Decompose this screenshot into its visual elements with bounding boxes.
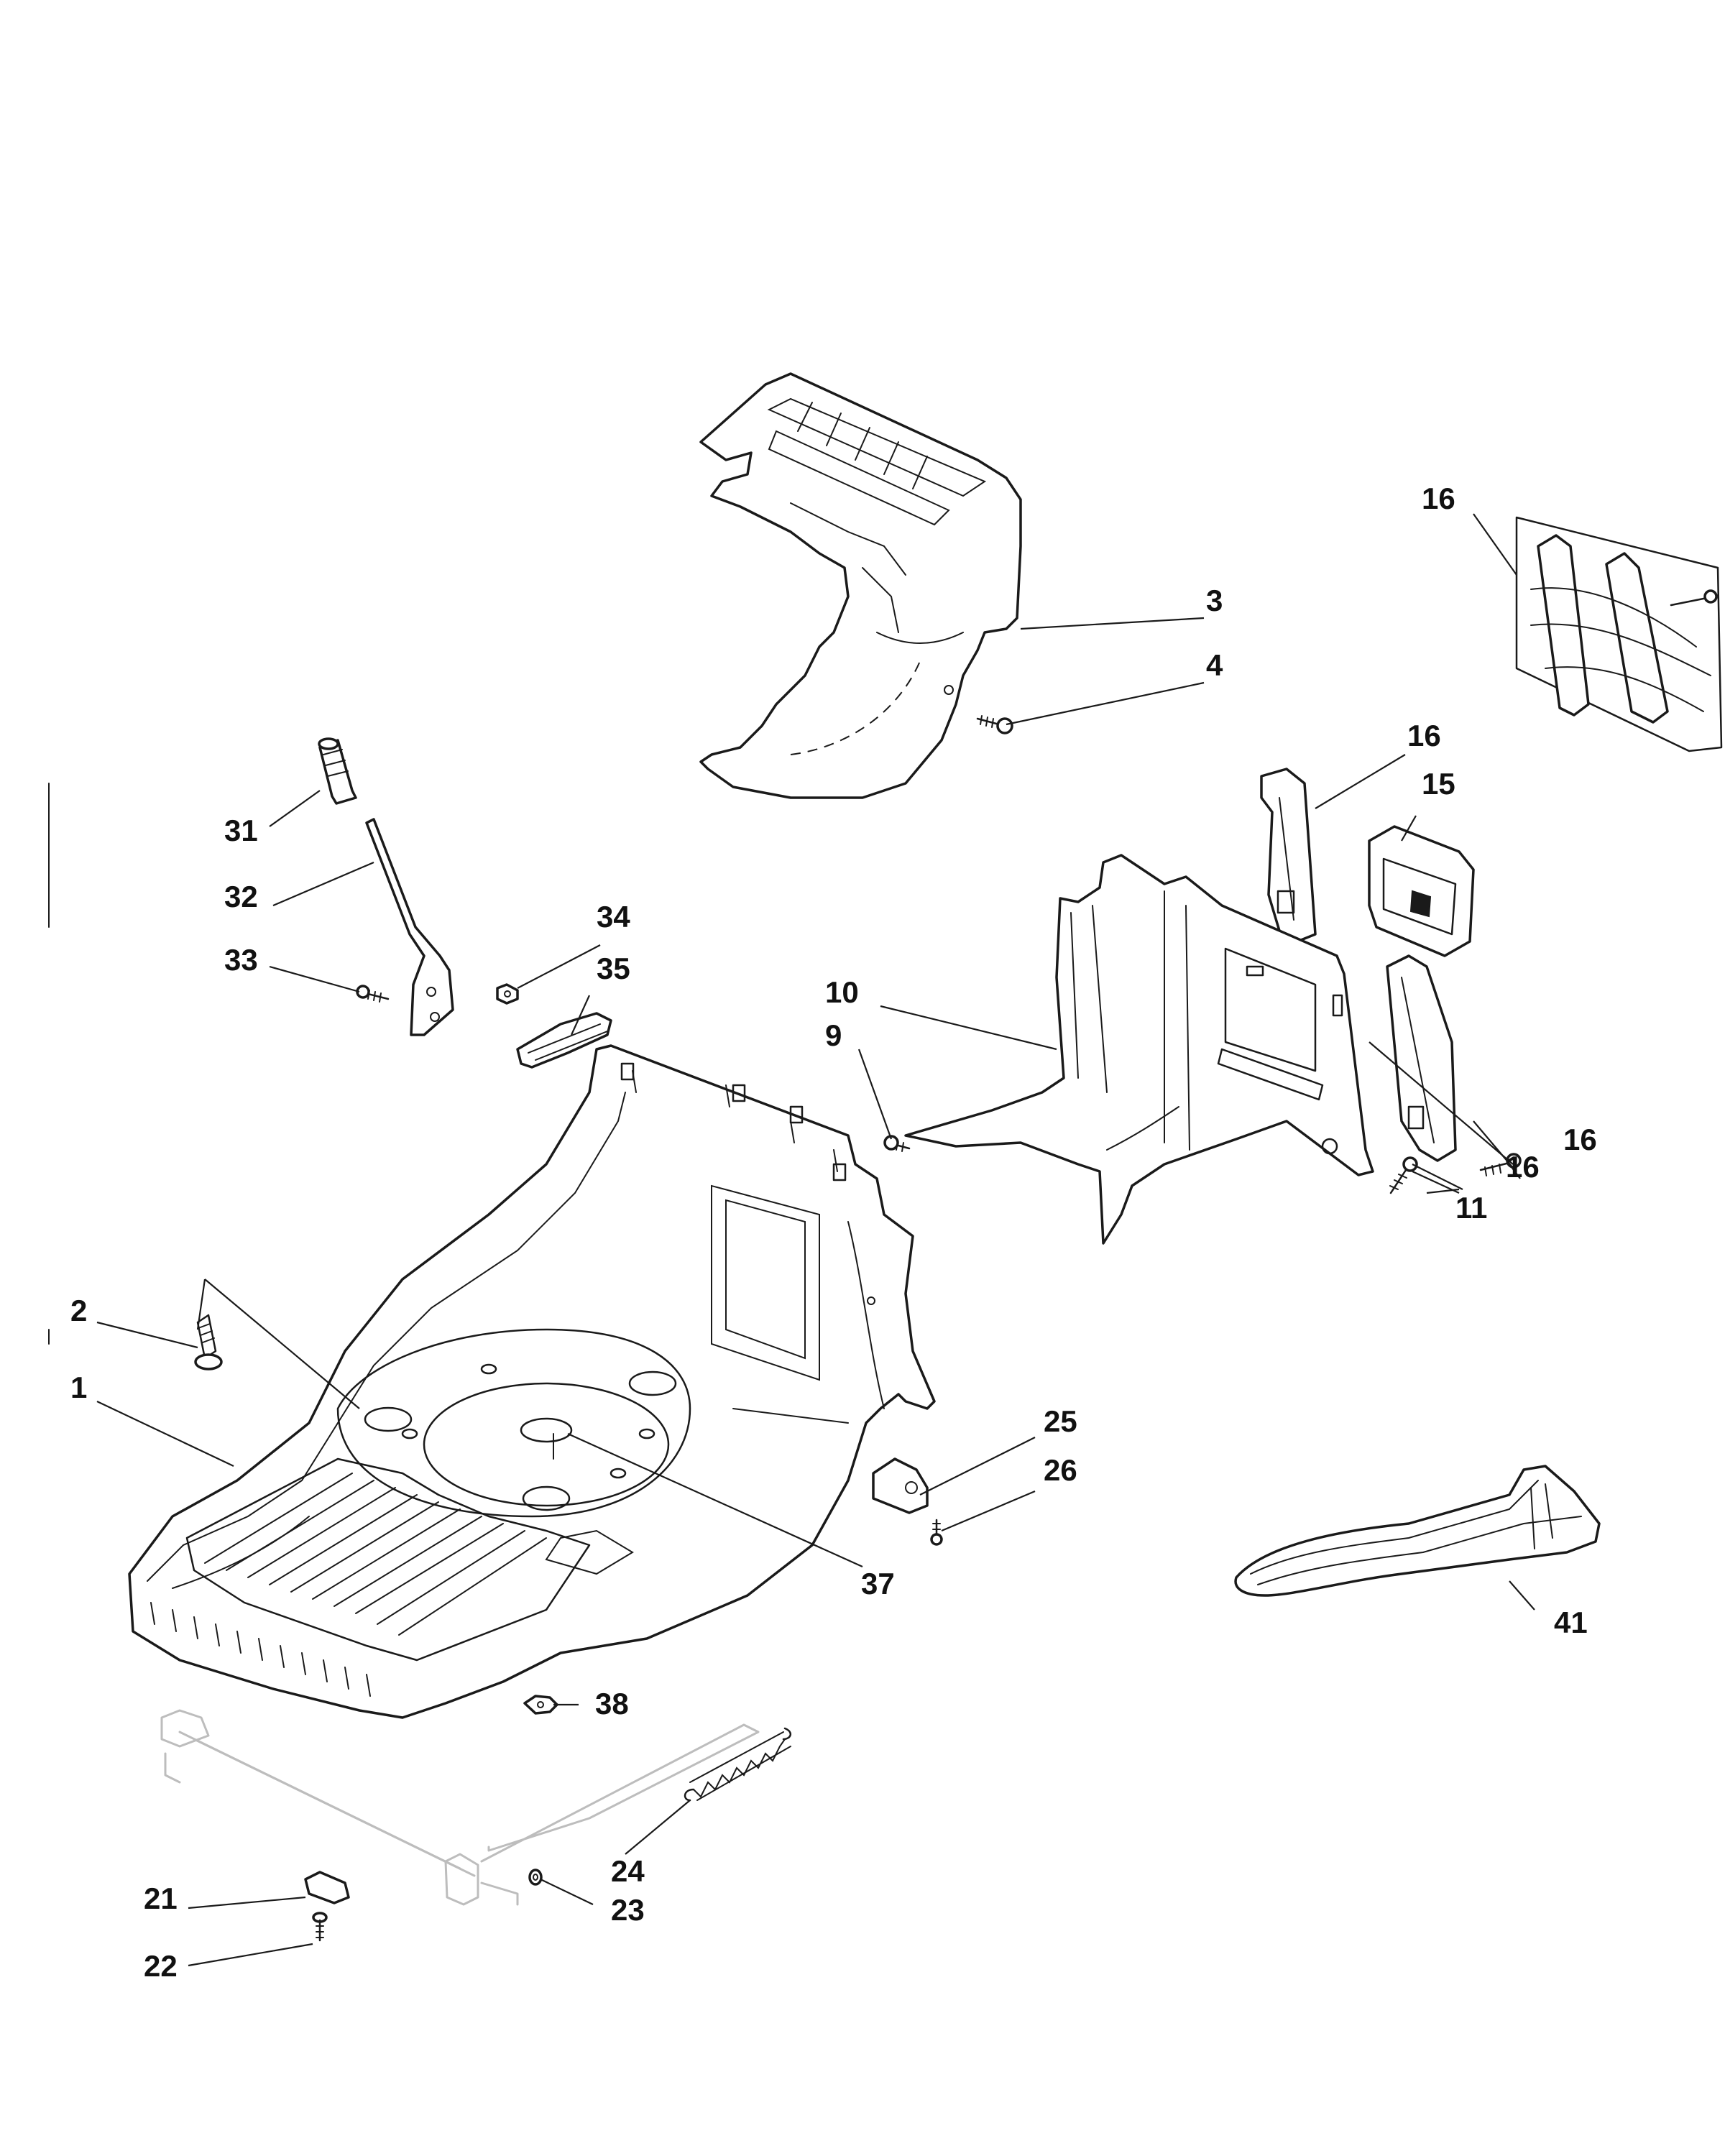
part-bracket-inset [1515,516,1723,752]
callout-2: 2 [70,1294,87,1327]
part-screw-11 [1389,1156,1418,1194]
callout-31: 31 [224,814,258,847]
callout-11: 11 [1455,1191,1487,1225]
callout-22: 22 [144,1949,178,1983]
callout-16-screw: 16 [1563,1123,1597,1156]
part-axle-assembly [160,1709,760,1906]
part-screw-26 [930,1519,943,1546]
callout-3: 3 [1206,584,1223,617]
callout-9: 9 [825,1018,842,1052]
callout-16-lower: 16 [1506,1150,1540,1184]
part-screw-9 [883,1135,911,1152]
callout-25: 25 [1044,1404,1077,1438]
part-handle-block-15 [1368,825,1475,957]
part-bracket-25 [872,1457,929,1514]
callout-35: 35 [597,952,630,985]
part-bolt-2 [194,1314,223,1370]
callout-34: 34 [597,900,630,934]
part-screw-22 [312,1912,328,1942]
callout-41: 41 [1554,1606,1588,1639]
callout-16-upper: 16 [1407,719,1441,752]
part-handle-41 [1234,1465,1601,1597]
callout-15: 15 [1422,767,1455,801]
callout-10: 10 [825,975,859,1009]
part-screw-33 [356,985,390,1003]
part-screw-4 [976,715,1013,734]
part-washer-23 [528,1869,543,1886]
callout-37: 37 [861,1567,895,1600]
callout-24: 24 [611,1854,645,1888]
part-deck-1 [128,1044,936,1719]
part-spring-24 [684,1727,791,1802]
callout-32: 32 [224,880,258,913]
leader-lines [96,513,1535,1967]
callout-16-inset: 16 [1422,482,1455,515]
part-lever-32 [365,818,454,1036]
part-bracket-16-upper [1260,768,1317,943]
callout-1: 1 [70,1370,87,1404]
part-bracket-16-lower [1386,954,1457,1162]
part-clip-21 [304,1871,350,1904]
callout-23: 23 [611,1893,645,1927]
callout-33: 33 [224,943,258,977]
part-clip-35 [516,1012,612,1069]
part-rear-cover [699,372,1022,799]
callout-26: 26 [1044,1453,1077,1487]
part-grip-31 [318,737,357,805]
part-rear-frame-10 [904,854,1374,1245]
callout-21: 21 [144,1881,178,1915]
callout-38: 38 [595,1687,629,1720]
callout-4: 4 [1206,648,1223,682]
part-nut-34 [496,983,519,1005]
part-washer-38 [523,1695,558,1715]
